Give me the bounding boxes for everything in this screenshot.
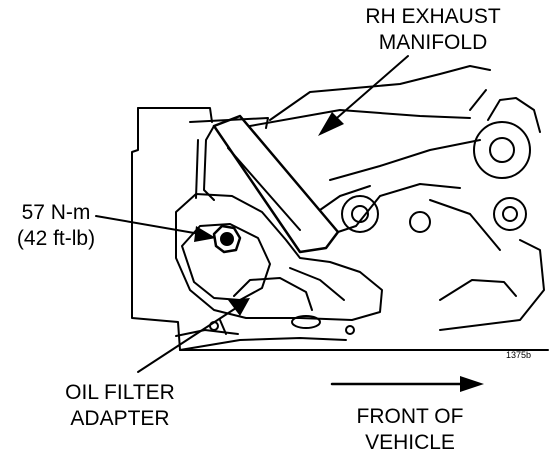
torque-leader-arrow <box>95 215 216 242</box>
front-of-vehicle-label-line1: FRONT OF <box>356 405 464 428</box>
torque-spec-metric: 57 N-m <box>21 201 91 224</box>
oil-filter-leader-arrow <box>137 298 250 373</box>
oil-filter-adapter-label-line2: ADAPTER <box>70 407 170 430</box>
manifold-bolt-bosses <box>341 121 531 233</box>
engine-block <box>131 65 549 351</box>
exhaust-manifold-label-line1: RH EXHAUST <box>365 5 501 28</box>
oil-filter-adapter-label-line1: OIL FILTER <box>65 381 175 404</box>
front-of-vehicle-label-line2: VEHICLE <box>365 431 455 454</box>
torque-spec-label: 57 N-m (42 ft-lb) <box>0 200 112 252</box>
torque-spec-imperial: (42 ft-lb) <box>16 227 96 250</box>
exhaust-manifold-label-line2: MANIFOLD <box>378 31 488 54</box>
manifold-leader-arrow <box>318 55 409 136</box>
oil-filter-adapter <box>175 193 383 335</box>
front-direction-arrow <box>330 376 484 392</box>
torque-bolt <box>212 224 242 254</box>
exhaust-manifold <box>195 109 481 254</box>
oil-filter-adapter-label: OIL FILTER ADAPTER <box>30 380 210 432</box>
front-of-vehicle-label: FRONT OF VEHICLE <box>320 404 500 456</box>
figure-number: 1375b <box>506 350 532 360</box>
exhaust-manifold-label: RH EXHAUST MANIFOLD <box>318 4 548 56</box>
